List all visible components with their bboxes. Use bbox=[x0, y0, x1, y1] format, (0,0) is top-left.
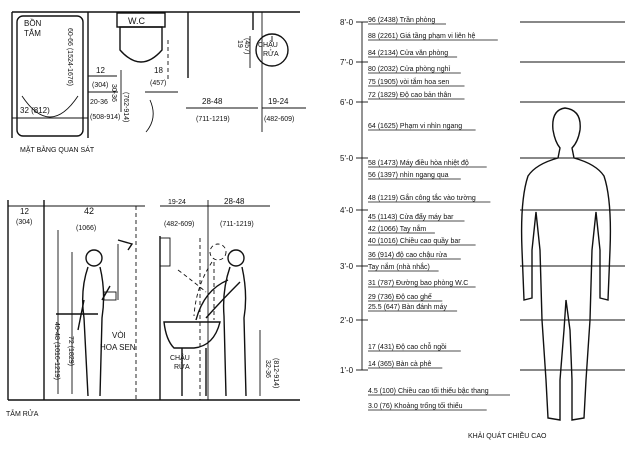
elev-dim-32-36: 32-36 bbox=[264, 360, 271, 378]
feet-tick-label: 2'-0 bbox=[340, 316, 354, 325]
dim-12: 12 bbox=[96, 66, 105, 75]
height-entry-label: 36 (914) độ cao chậu rửa bbox=[368, 251, 447, 259]
elev-dim-28-48-mm: (711-1219) bbox=[220, 221, 254, 228]
height-entry-label: 31 (787) Đường bao phòng W.C bbox=[368, 280, 468, 287]
tub-label-1: BỒN bbox=[24, 18, 42, 28]
dim-20-36: 20-36 bbox=[90, 99, 108, 106]
bathtub-outline bbox=[16, 15, 84, 137]
dim-side: (762-914) bbox=[122, 92, 129, 122]
elev-dim-32-36-mm: (812-914) bbox=[272, 358, 279, 388]
figure-washing bbox=[195, 249, 247, 397]
height-entry-label: 96 (2438) Trần phòng bbox=[368, 15, 435, 24]
feet-tick-label: 8'-0 bbox=[340, 18, 354, 27]
height-entry-label: 72 (1829) Độ cao bản thân bbox=[368, 92, 451, 99]
height-entry-label: 80 (2032) Cửa phòng nghỉ bbox=[368, 65, 451, 73]
height-entry-label: 75 (1905) vòi tắm hoa sen bbox=[368, 77, 449, 86]
height-entry-label: 29 (736) Độ cao ghế bbox=[368, 292, 432, 301]
elev-dim-40-48: 40-48 (1016-1219) bbox=[53, 322, 60, 380]
height-entry-label: 14 (365) Bàn cà phê bbox=[368, 361, 432, 368]
height-entry-label: 88 (2261) Giá tầng phạm vi liên hệ bbox=[368, 31, 476, 40]
height-entry-label: 17 (431) Độ cao chỗ ngồi bbox=[368, 342, 447, 351]
dim-20-36-mm: (508-914) bbox=[90, 114, 120, 121]
elev-dim-42-mm: (1066) bbox=[76, 225, 96, 232]
shower-head-icon bbox=[117, 239, 134, 251]
feet-tick-label: 4'-0 bbox=[340, 206, 354, 215]
height-scale: 8'-0 7'-0 6'-0 5'-0 4'-0 3'-0 2'-0 1'-0 96 (243… bbox=[340, 15, 625, 440]
height-entry-label: 25.5 (647) Bàn đánh máy bbox=[368, 304, 447, 311]
feet-tick-label: 5'-0 bbox=[340, 154, 354, 163]
height-entry-label: 40 (1016) Chiều cao quầy bar bbox=[368, 236, 461, 245]
wc-bowl bbox=[119, 26, 163, 63]
plan-caption: MẶT BẰNG QUAN SÁT bbox=[20, 145, 95, 154]
dim-19: 19 bbox=[236, 40, 243, 48]
elev-dim-42: 42 bbox=[84, 206, 94, 216]
tub-length-dim: 60-66 (1524-1676) bbox=[66, 28, 73, 86]
dim-30-36: 30-36 bbox=[110, 84, 117, 102]
height-entry-label: 58 (1473) Máy điều hòa nhiệt độ bbox=[368, 158, 469, 167]
shower-label-2: HOA SEN bbox=[100, 343, 136, 352]
dim-19-24-mm: (482-609) bbox=[264, 116, 294, 123]
feet-tick-label: 3'-0 bbox=[340, 262, 354, 271]
elevation-view: 12 (304) 42 (1066) 19-24 (482-609) 28-48… bbox=[6, 197, 300, 418]
basin-circle bbox=[255, 33, 289, 67]
wc-label: W.C bbox=[128, 16, 145, 26]
height-entry-label: 64 (1625) Phạm vi nhìn ngang bbox=[368, 123, 462, 130]
basin-label-2: RỬA bbox=[263, 49, 279, 58]
tub-width-dim: 32 (812) bbox=[20, 106, 50, 115]
figure-showering bbox=[77, 249, 111, 397]
dim-18-mm: (457) bbox=[150, 80, 166, 87]
basin-shape bbox=[163, 321, 221, 349]
height-entry-label: 56 (1397) nhìn ngang qua bbox=[368, 172, 449, 179]
elev-basin-label-1: CHẬU bbox=[170, 353, 190, 362]
elevation-caption: TẮM RỬA bbox=[6, 409, 39, 418]
dim-19-mm: (457) bbox=[243, 38, 250, 54]
elev-dim-12: 12 bbox=[20, 207, 29, 216]
height-entry-label: 84 (2134) Cửa văn phòng bbox=[368, 49, 448, 57]
dim-18: 18 bbox=[154, 66, 163, 75]
standing-human-figure bbox=[520, 107, 612, 421]
dim-28-48: 28-48 bbox=[202, 97, 223, 106]
height-entry-label: Tay nắm (nhà nhắc) bbox=[368, 262, 430, 271]
dim-28-48-mm: (711-1219) bbox=[196, 116, 230, 123]
dim-19-24: 19-24 bbox=[268, 97, 289, 106]
basin-label-1: CHẬU bbox=[258, 40, 278, 49]
height-entry-label: 48 (1219) Gắn công tắc vào tường bbox=[368, 193, 476, 202]
elev-dim-28-48: 28-48 bbox=[224, 197, 245, 206]
height-entry-label: 3.0 (76) Khoảng trống tối thiểu bbox=[368, 401, 463, 410]
feet-tick-label: 1'-0 bbox=[340, 366, 354, 375]
shower-label-1: VÒI bbox=[112, 331, 126, 340]
scale-caption: KHẢI QUÁT CHIỀU CAO bbox=[468, 430, 547, 440]
feet-tick-label: 7'-0 bbox=[340, 58, 354, 67]
elev-dim-72: 72 (1829) bbox=[67, 336, 74, 366]
elev-basin-label-2: RỬA bbox=[174, 362, 190, 371]
plan-view: BỒN TẮM 60-66 (1524-1676) 32 (812) W.C C… bbox=[11, 11, 306, 154]
height-entry-label: 4.5 (100) Chiều cao tối thiểu bậc thang bbox=[368, 386, 489, 395]
dim-12-mm: (304) bbox=[92, 82, 108, 89]
elev-dim-19-24: 19-24 bbox=[168, 199, 186, 206]
elev-dim-19-24-mm: (482-609) bbox=[164, 221, 194, 228]
tub-label-2: TẮM bbox=[24, 29, 41, 38]
feet-tick-label: 6'-0 bbox=[340, 98, 354, 107]
figure-bending-dashed bbox=[177, 243, 227, 320]
height-entry-label: 42 (1066) Tay nắm bbox=[368, 224, 426, 233]
elev-dim-12-mm: (304) bbox=[16, 219, 32, 226]
height-entry-label: 45 (1143) Cửa đẩy máy bar bbox=[368, 213, 454, 221]
